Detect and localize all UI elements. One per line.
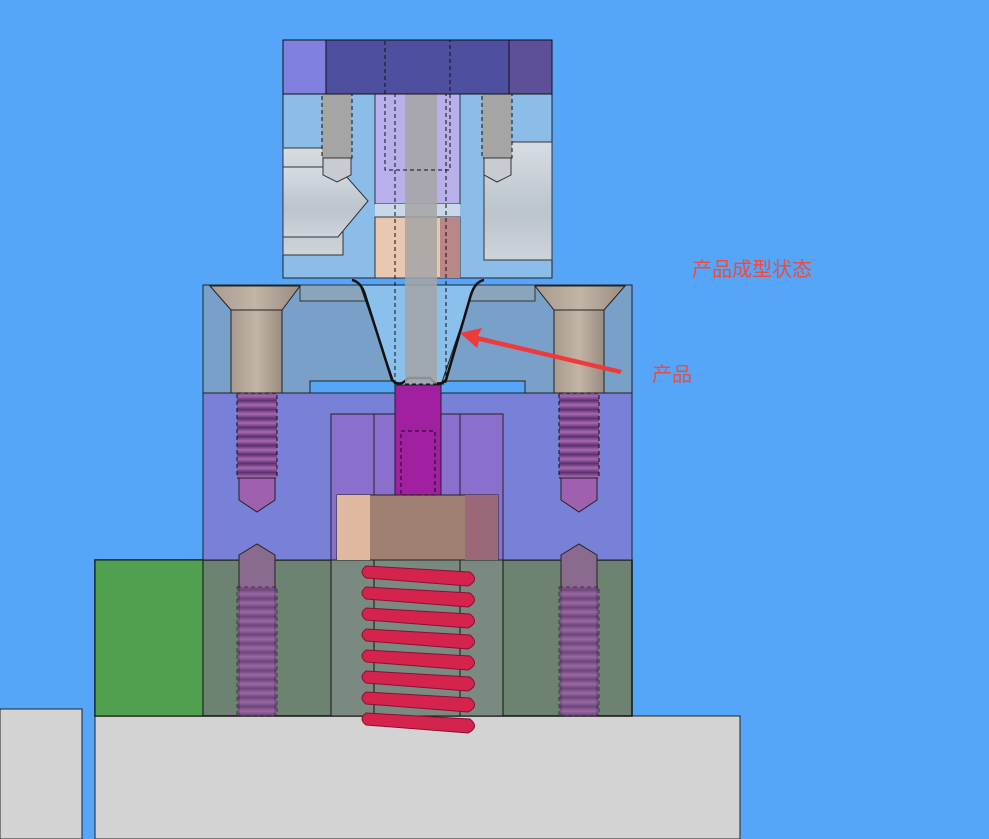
green-block <box>94 559 204 717</box>
spring-coil <box>361 649 475 671</box>
state-title: 产品成型状态 <box>692 257 812 281</box>
bottom-base-plate <box>94 715 741 839</box>
red-arrow-icon <box>460 328 622 374</box>
spring-coil <box>361 670 475 692</box>
right-countersunk-screw <box>533 285 627 513</box>
spring-coil <box>361 628 475 650</box>
lower-left-screw <box>236 543 278 717</box>
spring-coil <box>361 712 475 734</box>
left-base-block <box>0 708 83 839</box>
spring-coil <box>361 691 475 713</box>
spring-coil <box>361 586 475 608</box>
ejector-pin <box>394 384 442 496</box>
upper-left-screw <box>321 93 353 183</box>
lower-right-screw <box>558 543 600 717</box>
upper-right-screw <box>481 93 513 183</box>
spring-coil <box>361 607 475 629</box>
product-label: 产品 <box>652 362 692 386</box>
compression-spring <box>361 565 475 734</box>
left-countersunk-screw <box>208 285 301 513</box>
top-plate <box>282 39 553 95</box>
spring-coil <box>361 565 475 587</box>
center-bolt <box>405 94 437 384</box>
